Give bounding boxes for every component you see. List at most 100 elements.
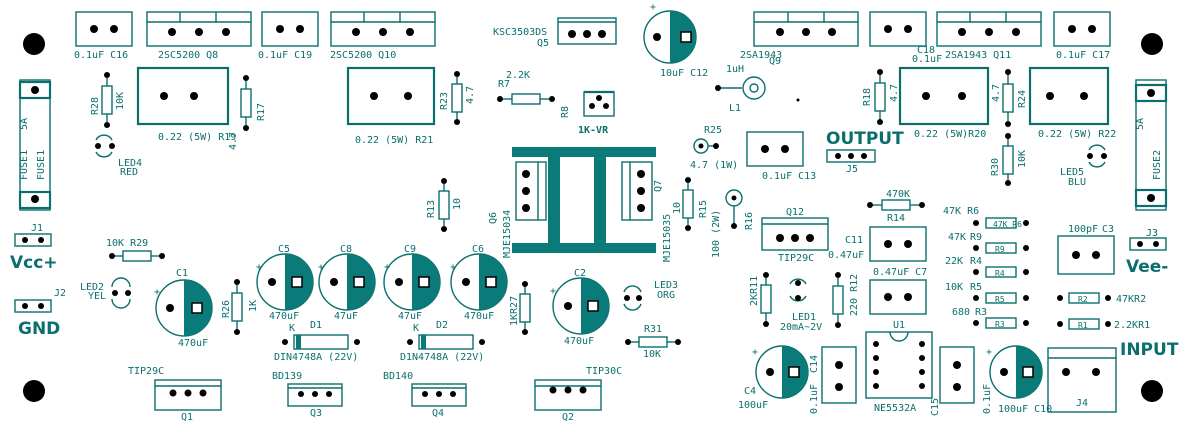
capacitor-c13: 0.1uF C13 <box>746 131 816 182</box>
svg-text:1K-VR: 1K-VR <box>578 125 609 136</box>
svg-text:FUSE2: FUSE2 <box>1152 150 1163 180</box>
svg-text:C6: C6 <box>472 244 484 255</box>
transistor-q3: BD139 Q3 <box>272 371 343 419</box>
svg-text:Q12: Q12 <box>786 207 804 218</box>
svg-text:C15: C15 <box>930 398 941 416</box>
mounting-hole-br <box>1141 380 1163 402</box>
svg-text:LED5: LED5 <box>1060 167 1084 178</box>
capacitor-c2: C2 + 470uF <box>550 268 610 347</box>
resistor-r22: 0.22 (5W) R22 <box>1028 66 1116 140</box>
svg-text:0.47uF: 0.47uF <box>828 250 864 261</box>
svg-text:47uF: 47uF <box>334 311 358 322</box>
transistor-q1: TIP29C Q1 <box>128 366 222 423</box>
connector-j5: J5 <box>826 149 876 175</box>
resistor-r11: 2KR11 <box>749 272 772 327</box>
ic-u1: U1 NE5532A <box>865 320 933 414</box>
svg-text:2SC5200 Q8: 2SC5200 Q8 <box>158 50 218 61</box>
svg-text:1uH: 1uH <box>726 64 744 75</box>
connector-j2: J2 <box>14 288 66 313</box>
capacitor-c16: 0.1uF C16 <box>74 11 133 61</box>
diode-d2: D2 K D1N4748A (22V) <box>400 320 485 363</box>
svg-text:47K R6: 47K R6 <box>943 206 979 217</box>
svg-text:R30: R30 <box>990 158 1001 176</box>
resistor-r17: R17 4.7 <box>228 75 267 150</box>
led-1: LED1 20mA~2V <box>780 278 822 333</box>
svg-text:+: + <box>154 287 160 298</box>
inductor-l1: 1uH L1 <box>715 64 800 114</box>
svg-text:100uF: 100uF <box>738 400 768 411</box>
svg-text:Q6: Q6 <box>488 212 499 224</box>
svg-text:TIP30C: TIP30C <box>586 366 622 377</box>
svg-text:FUSE1: FUSE1 <box>36 150 47 180</box>
resistor-r12: 220 R12 <box>832 272 860 328</box>
svg-text:100pF: 100pF <box>1068 224 1098 235</box>
resistor-r31: R31 10K <box>625 324 681 360</box>
svg-text:R25: R25 <box>704 125 722 136</box>
svg-text:C11: C11 <box>845 235 863 246</box>
svg-text:K: K <box>413 323 419 334</box>
svg-text:470uF: 470uF <box>269 311 299 322</box>
svg-text:10: 10 <box>672 202 683 214</box>
svg-text:R5: R5 <box>970 282 982 293</box>
svg-text:R9: R9 <box>970 232 982 243</box>
transistor-q12: Q12 TIP29C <box>761 207 829 264</box>
svg-text:680: 680 <box>952 307 970 318</box>
svg-text:C3: C3 <box>1102 224 1114 235</box>
svg-text:R26: R26 <box>221 300 232 318</box>
capacitor-c9: C9 + 47uF <box>383 244 441 322</box>
transistor-q2: TIP30C Q2 <box>534 366 622 423</box>
input-label: INPUT <box>1120 340 1179 360</box>
svg-text:0.1uF: 0.1uF <box>912 54 942 65</box>
resistor-r29: 10K R29 <box>106 238 165 262</box>
svg-text:0.1uF C16: 0.1uF C16 <box>74 50 128 61</box>
svg-text:2KR11: 2KR11 <box>749 276 760 306</box>
svg-text:R17: R17 <box>256 103 267 121</box>
svg-text:R14: R14 <box>887 213 905 224</box>
diode-d1: D1 K DIN4748A (22V) <box>274 320 360 363</box>
output-label: OUTPUT <box>826 129 904 149</box>
resistor-r23: R23 4.7 <box>439 71 476 125</box>
svg-text:+: + <box>986 347 992 358</box>
svg-text:0.22 (5W) R21: 0.22 (5W) R21 <box>355 135 433 146</box>
svg-text:R15: R15 <box>698 200 709 218</box>
svg-text:+: + <box>256 262 262 273</box>
svg-text:L1: L1 <box>729 103 741 114</box>
svg-text:R13: R13 <box>426 200 437 218</box>
svg-text:1KR27: 1KR27 <box>509 296 520 326</box>
svg-text:DIN4748A (22V): DIN4748A (22V) <box>274 352 358 363</box>
svg-text:5A: 5A <box>1135 118 1146 130</box>
transistor-q4: BD140 Q4 <box>383 371 467 419</box>
svg-text:10: 10 <box>452 198 463 210</box>
svg-text:NE5532A: NE5532A <box>874 403 916 414</box>
svg-text:C14: C14 <box>809 355 820 373</box>
resistor-r15: 10 R15 <box>672 177 709 231</box>
svg-text:10K: 10K <box>945 282 963 293</box>
svg-text:R23: R23 <box>439 92 450 110</box>
svg-text:C9: C9 <box>404 244 416 255</box>
svg-text:R1: R1 <box>1078 321 1088 330</box>
svg-text:0.1uF: 0.1uF <box>982 384 993 414</box>
svg-text:C5: C5 <box>278 244 290 255</box>
svg-text:470uF: 470uF <box>564 336 594 347</box>
svg-text:470uF: 470uF <box>178 338 208 349</box>
svg-text:2SC5200 Q10: 2SC5200 Q10 <box>330 50 396 61</box>
svg-text:0.22 (5W) R19: 0.22 (5W) R19 <box>158 132 236 143</box>
svg-text:+: + <box>450 262 456 273</box>
connector-j3: J3 <box>1129 228 1167 251</box>
svg-text:0.1uF: 0.1uF <box>809 384 820 414</box>
svg-text:C2: C2 <box>574 268 586 279</box>
svg-text:J4: J4 <box>1076 398 1088 409</box>
svg-text:J1: J1 <box>31 223 43 234</box>
capacitor-c15: C15 0.1uF <box>930 346 993 416</box>
svg-text:R31: R31 <box>644 324 662 335</box>
capacitor-c5: C5 + 470uF <box>256 244 314 322</box>
resistor-r13: R13 10 <box>426 178 463 232</box>
svg-text:RED: RED <box>120 167 138 178</box>
svg-text:Q9: Q9 <box>769 56 781 67</box>
resistor-r7: 2.2K R7 <box>497 70 555 105</box>
svg-text:47K R6: 47K R6 <box>993 220 1022 229</box>
svg-text:R3: R3 <box>995 320 1005 329</box>
connector-j1: J1 <box>14 223 52 247</box>
svg-text:470uF: 470uF <box>464 311 494 322</box>
